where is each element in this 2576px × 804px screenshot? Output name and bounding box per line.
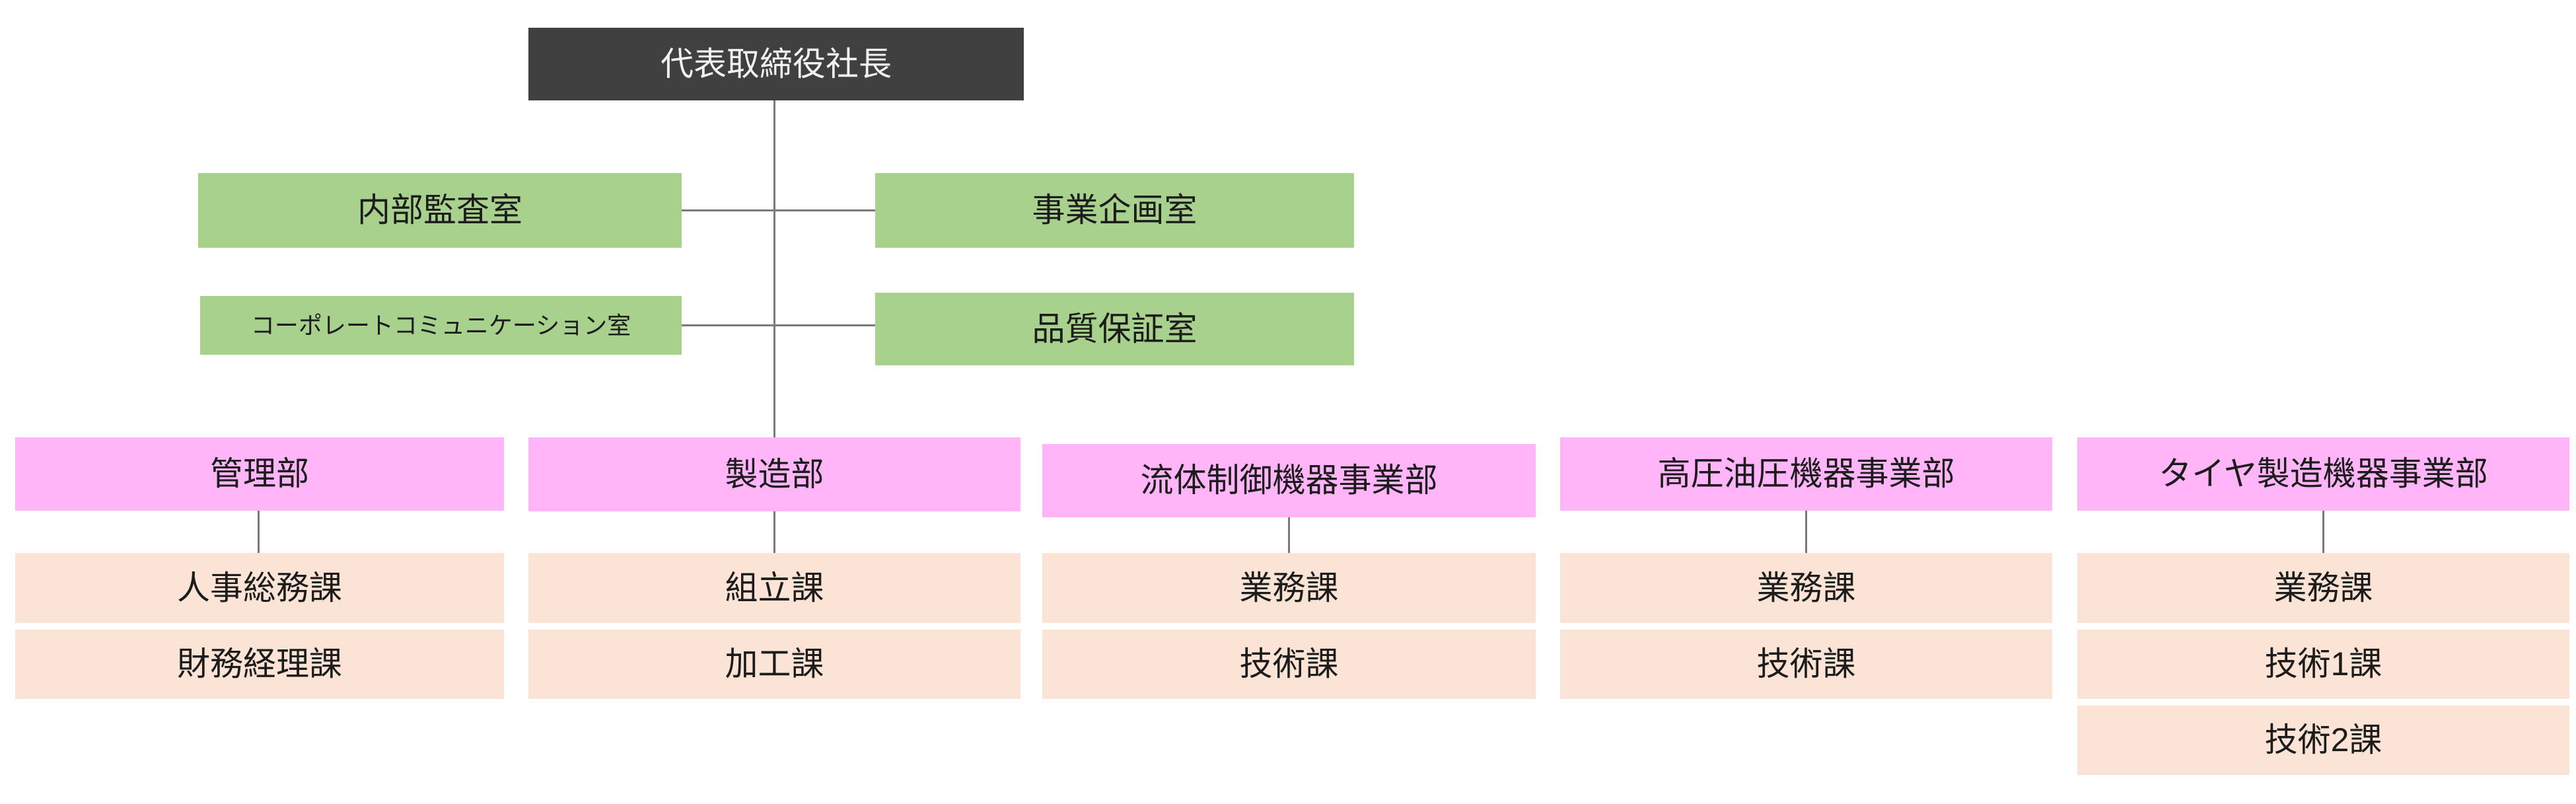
section-tire-engineering-2: 技術2課 xyxy=(2077,706,2569,775)
connector-dept-4 xyxy=(1805,511,1807,553)
connector-dept-5 xyxy=(2322,511,2324,553)
section-fluid-operations: 業務課 xyxy=(1042,553,1536,623)
connector-h-row2 xyxy=(682,209,875,211)
dept-high-pressure-hydraulic-equipment: 高圧油圧機器事業部 xyxy=(1560,437,2052,511)
connector-dept-1 xyxy=(258,511,260,553)
office-business-planning: 事業企画室 xyxy=(875,173,1354,248)
section-machining: 加工課 xyxy=(528,630,1020,699)
section-tire-operations: 業務課 xyxy=(2077,553,2569,623)
office-quality-assurance: 品質保証室 xyxy=(875,293,1354,365)
connector-dept-2 xyxy=(773,511,775,553)
section-assembly: 組立課 xyxy=(528,553,1020,623)
office-internal-audit: 内部監査室 xyxy=(198,173,682,248)
node-ceo: 代表取締役社長 xyxy=(528,28,1024,100)
section-tire-engineering-1: 技術1課 xyxy=(2077,630,2569,699)
connector-trunk xyxy=(773,100,775,437)
section-hydraulic-engineering: 技術課 xyxy=(1560,630,2052,699)
section-hr-general-affairs: 人事総務課 xyxy=(15,553,504,623)
connector-h-row3 xyxy=(682,324,875,326)
dept-tire-manufacturing-equipment: タイヤ製造機器事業部 xyxy=(2077,437,2569,511)
section-fluid-engineering: 技術課 xyxy=(1042,630,1536,699)
section-hydraulic-operations: 業務課 xyxy=(1560,553,2052,623)
dept-administration: 管理部 xyxy=(15,437,504,511)
dept-manufacturing: 製造部 xyxy=(528,437,1020,511)
office-corporate-communication: コーポレートコミュニケーション室 xyxy=(200,296,682,355)
section-finance-accounting: 財務経理課 xyxy=(15,630,504,699)
dept-fluid-control-equipment: 流体制御機器事業部 xyxy=(1042,444,1536,517)
connector-dept-3 xyxy=(1288,517,1290,553)
